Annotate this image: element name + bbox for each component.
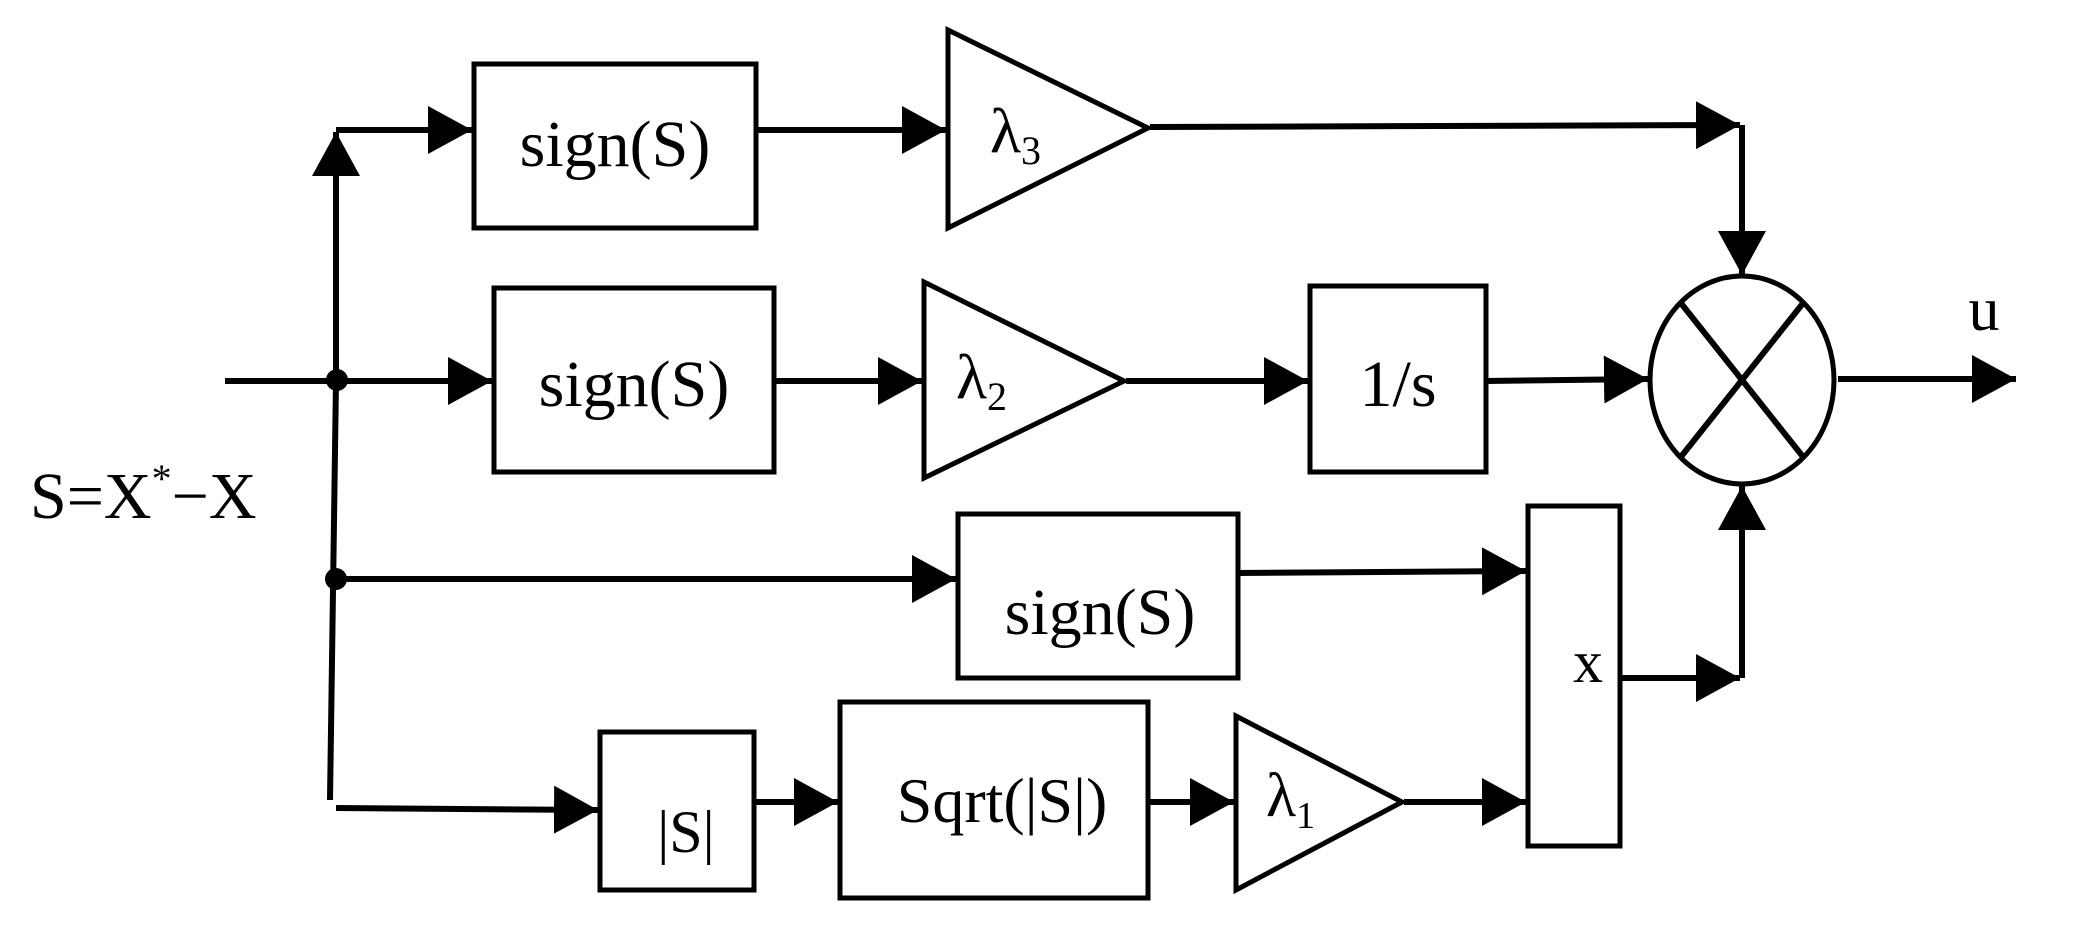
bus-down-wire (327, 380, 339, 801)
input-label: S=X*−X (30, 456, 256, 533)
abs-block: |S| (597, 729, 757, 893)
wire-gain3-out (1149, 101, 1741, 150)
gain-block-lambda1: λ1 (1233, 711, 1408, 895)
integrator-label: 1/s (1359, 348, 1436, 421)
sign-block-top-label: sign(S) (520, 108, 711, 181)
sqrt-label: Sqrt(|S|) (897, 765, 1108, 836)
sign-block-middle-label: sign(S) (539, 348, 730, 421)
sign-block-lower-label: sign(S) (1005, 576, 1196, 649)
gain-block-lambda2: λ2 (921, 277, 1130, 482)
gain3-subscript: 3 (1021, 128, 1041, 173)
sign-block-top: sign(S) (471, 61, 759, 231)
gain2-subscript: 2 (987, 374, 1007, 419)
junction-dot-lower (325, 568, 347, 590)
summing-cross-2 (1677, 300, 1807, 460)
wires (225, 101, 2016, 834)
input-label-base: S=X (30, 460, 152, 533)
output-label: u (1969, 276, 2000, 344)
sign-block-lower: sign(S) (955, 511, 1241, 681)
input-label-tail: −X (172, 460, 257, 533)
abs-label: |S| (657, 799, 714, 865)
svg-text:λ2: λ2 (956, 341, 1007, 419)
svg-text:λ3: λ3 (990, 95, 1041, 173)
gain2-symbol: λ (956, 341, 987, 412)
gain1-subscript: 1 (1296, 795, 1315, 837)
gain3-symbol: λ (990, 95, 1021, 166)
wire-to-abs (335, 785, 599, 834)
wire-integrator-to-sum (1485, 355, 1649, 404)
sign-block-middle: sign(S) (491, 285, 777, 475)
svg-text:λ1: λ1 (1266, 762, 1315, 837)
input-label-sup: * (152, 456, 172, 501)
multiplier-block: x (1525, 503, 1623, 849)
summing-junction (1647, 273, 1837, 487)
junction-dot-upper (326, 369, 348, 391)
integrator-block: 1/s (1307, 283, 1489, 475)
gain1-symbol: λ (1266, 762, 1296, 830)
wire-sign-low-to-mult (1237, 547, 1527, 596)
multiplier-label: x (1573, 629, 1603, 695)
sqrt-block: Sqrt(|S|) (837, 699, 1151, 901)
gain-block-lambda3: λ3 (945, 25, 1154, 233)
